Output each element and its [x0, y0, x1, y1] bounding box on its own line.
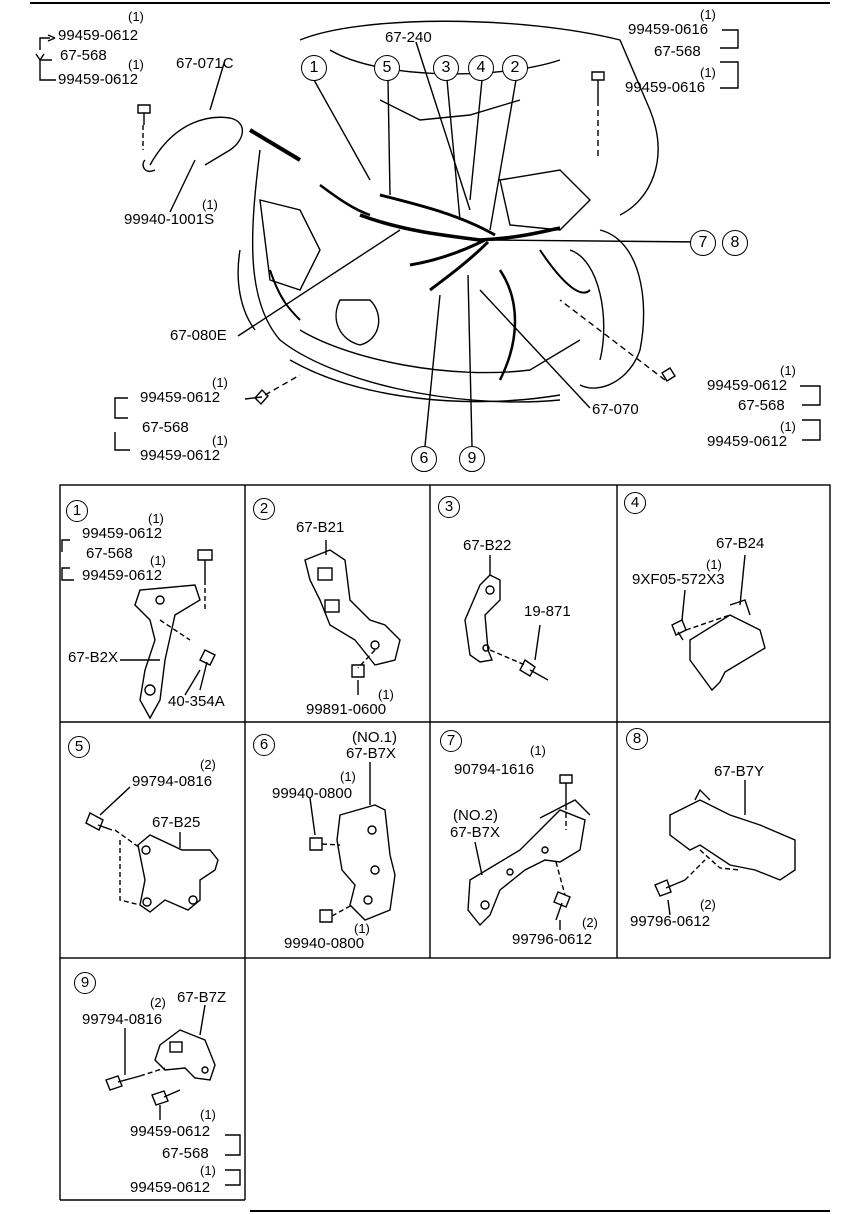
bl-b: 67-568 [142, 419, 189, 436]
bl-c-qty: (1) [212, 433, 228, 448]
detail-7-bracket: 67-B7X [450, 824, 501, 841]
detail-2-callout: 2 [253, 498, 275, 520]
callout-5: 5 [374, 55, 400, 81]
detail-5-bracket: 67-B25 [152, 814, 201, 831]
detail-9-bolt: 99794-0816 [82, 1011, 163, 1028]
detail-9-b: 67-568 [162, 1145, 209, 1162]
harness-080e: 67-080E [170, 327, 227, 344]
br-a-qty: (1) [780, 363, 796, 378]
detail-1-c: 99459-0612 [82, 567, 163, 584]
detail-7-callout: 7 [440, 730, 462, 752]
detail-5-callout: 5 [68, 736, 90, 758]
detail-8-bolt: 99796-0612 [630, 913, 711, 930]
detail-3-callout: 3 [438, 496, 460, 518]
detail-4-bolt: 9XF05-572X3 [632, 571, 725, 588]
detail-4-bolt-qty: (1) [706, 557, 722, 572]
detail-7-bolt1: 90794-1616 [454, 761, 535, 778]
detail-1-callout: 1 [66, 500, 88, 522]
callout-6: 6 [411, 446, 437, 472]
nut-qty: (1) [202, 197, 218, 212]
detail-2-nut: 99891-0600 [306, 701, 387, 718]
callout-3: 3 [433, 55, 459, 81]
detail-9-bolt-qty: (2) [150, 995, 166, 1010]
detail-6-nut2-qty: (1) [354, 921, 370, 936]
bl-a: 99459-0612 [140, 389, 221, 406]
top-left-b: 67-568 [60, 47, 107, 64]
detail-5-bolt-qty: (2) [200, 757, 216, 772]
callout-1: 1 [301, 55, 327, 81]
callout-4: 4 [468, 55, 494, 81]
callout-7: 7 [690, 230, 716, 256]
top-right-a-qty: (1) [700, 7, 716, 22]
detail-2-bracket: 67-B21 [296, 519, 345, 536]
detail-7-bolt2-qty: (2) [582, 915, 598, 930]
detail-9-a: 99459-0612 [130, 1123, 211, 1140]
detail-1-a-qty: (1) [148, 511, 164, 526]
top-left-a-qty: (1) [128, 9, 144, 24]
detail-6-nut1-qty: (1) [340, 769, 356, 784]
detail-1-a: 99459-0612 [82, 525, 163, 542]
top-left-a: 99459-0612 [58, 27, 139, 44]
top-right-c: 99459-0616 [625, 79, 706, 96]
nut-label: 99940-1001S [124, 211, 215, 228]
detail-8-bolt-qty: (2) [700, 897, 716, 912]
detail-9-callout: 9 [74, 972, 96, 994]
cable-label: 67-071C [176, 55, 234, 72]
detail-8-callout: 8 [626, 728, 648, 750]
harness-240: 67-240 [385, 29, 432, 46]
detail-6-nut2: 99940-0800 [284, 935, 365, 952]
detail-7-bolt2: 99796-0612 [512, 931, 593, 948]
callout-8: 8 [722, 230, 748, 256]
br-c: 99459-0612 [707, 433, 788, 450]
detail-6-no: (NO.1) [352, 729, 397, 746]
br-a: 99459-0612 [707, 377, 788, 394]
detail-4-bracket: 67-B24 [716, 535, 765, 552]
detail-1-c-qty: (1) [150, 553, 166, 568]
bl-c: 99459-0612 [140, 447, 221, 464]
detail-2-nut-qty: (1) [378, 687, 394, 702]
detail-4-callout: 4 [624, 492, 646, 514]
callout-2: 2 [502, 55, 528, 81]
callout-9: 9 [459, 446, 485, 472]
top-right-a: 99459-0616 [628, 21, 709, 38]
detail-3-bracket: 67-B22 [463, 537, 512, 554]
detail-9-c: 99459-0612 [130, 1179, 211, 1196]
top-right-b: 67-568 [654, 43, 701, 60]
detail-9-bracket: 67-B7Z [177, 989, 227, 1006]
detail-6-nut1: 99940-0800 [272, 785, 353, 802]
harness-070: 67-070 [592, 401, 639, 418]
detail-8-bracket: 67-B7Y [714, 763, 765, 780]
detail-7-bolt1-qty: (1) [530, 743, 546, 758]
top-right-c-qty: (1) [700, 65, 716, 80]
detail-6-bracket: 67-B7X [346, 745, 397, 762]
detail-9-c-qty: (1) [200, 1163, 216, 1178]
detail-5-bolt: 99794-0816 [132, 773, 213, 790]
detail-7-no: (NO.2) [453, 807, 498, 824]
detail-3-bolt: 19-871 [524, 603, 571, 620]
bl-a-qty: (1) [212, 375, 228, 390]
detail-1-bracket: 67-B2X [68, 649, 119, 666]
detail-1-b: 67-568 [86, 545, 133, 562]
br-c-qty: (1) [780, 419, 796, 434]
detail-9-a-qty: (1) [200, 1107, 216, 1122]
top-left-c-qty: (1) [128, 57, 144, 72]
br-b: 67-568 [738, 397, 785, 414]
top-left-c: 99459-0612 [58, 71, 139, 88]
detail-1-bolt: 40-354A [168, 693, 225, 710]
detail-6-callout: 6 [253, 734, 275, 756]
